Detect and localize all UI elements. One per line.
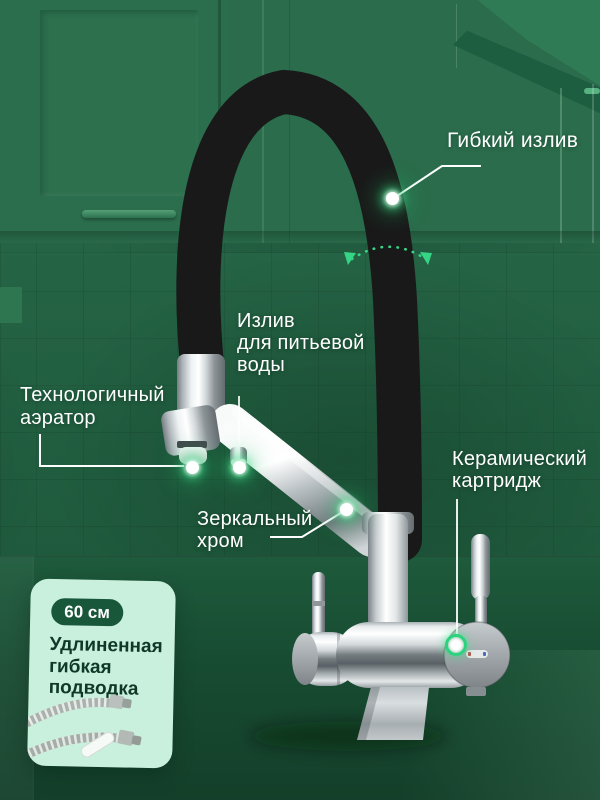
label-cartridge: Керамический картридж xyxy=(452,448,587,492)
label-text: Технологичный xyxy=(20,384,165,406)
label-flexible-spout: Гибкий излив xyxy=(447,130,578,152)
upper-cabinet-handle xyxy=(584,88,600,94)
label-text: для питьевой xyxy=(237,332,365,354)
cabinet-door-panel xyxy=(40,10,198,196)
cabinet-seam xyxy=(262,0,264,243)
cabinet-seam xyxy=(218,0,221,243)
braided-hoses-image xyxy=(27,694,142,761)
cabinet-edge-highlight xyxy=(560,88,562,243)
kitchen-cabinets-background xyxy=(0,0,600,243)
hose-b-fitting xyxy=(117,729,142,746)
hose-a-braid xyxy=(27,697,113,729)
label-mirror-chrome: Зеркальный хром xyxy=(197,508,312,552)
cabinet-bottom-seam xyxy=(0,231,600,243)
label-text: Зеркальный xyxy=(197,508,313,530)
cabinet-seam xyxy=(289,0,290,243)
counter-light-sheen xyxy=(290,650,600,800)
indicator-dot-aerator xyxy=(185,460,199,474)
label-drinking-spout: Излив для питьевой воды xyxy=(237,310,365,376)
hose-info-card: 60 см Удлиненная гибкая подводка xyxy=(27,578,176,769)
label-text: Керамический xyxy=(452,448,587,470)
label-aerator: Технологичный аэратор xyxy=(20,384,165,430)
label-text: Излив xyxy=(237,310,295,332)
indicator-dot-mirror-chrome xyxy=(339,502,353,516)
cabinet-edge-highlight xyxy=(592,84,594,243)
indicator-dot-flexible-spout xyxy=(385,191,399,205)
indicator-dot-drinking-spout xyxy=(232,460,246,474)
wall-edge xyxy=(0,287,22,323)
cabinet-seam xyxy=(456,4,457,68)
cabinet-door xyxy=(0,0,228,243)
label-text: хром xyxy=(197,530,244,552)
label-text: Гибкий излив xyxy=(447,129,579,152)
label-text: аэратор xyxy=(20,407,96,429)
hose-a-fitting xyxy=(108,694,132,709)
indicator-ring-cartridge xyxy=(444,633,467,656)
label-text: картридж xyxy=(452,470,542,492)
cabinet-handle xyxy=(82,210,176,218)
label-text: воды xyxy=(237,354,285,376)
hose-white-connector xyxy=(80,731,115,758)
